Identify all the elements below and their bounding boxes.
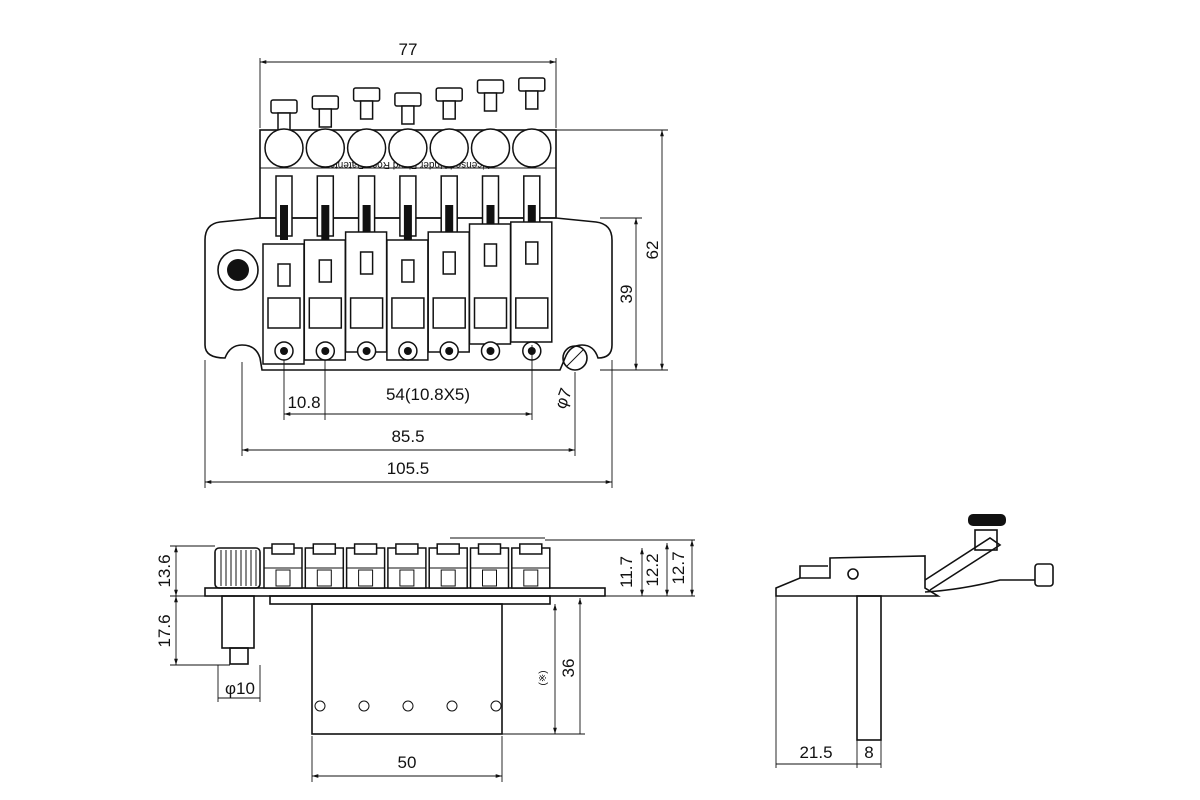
string-hole [402, 700, 414, 712]
fine-tuner [394, 92, 422, 107]
string-saddle [510, 77, 553, 361]
front-saddle [428, 543, 468, 589]
front-view: 13.6 17.6 φ10 11.7 12.2 12.7 36 (※) 50 [155, 537, 695, 782]
stud-post [856, 595, 882, 741]
arm-socket [217, 249, 259, 291]
dim-17-6: 17.6 [155, 614, 174, 647]
top-view: Licensed Under Floyd Rose Patents 77 62 … [204, 40, 668, 488]
string-lock-screw [470, 128, 511, 168]
dim-62: 62 [643, 241, 662, 260]
dim-10-8: 10.8 [287, 393, 320, 412]
string-hole [446, 700, 458, 712]
front-saddle [387, 543, 427, 589]
string-lock-screw [512, 128, 552, 168]
arm-knurl [214, 547, 261, 589]
front-saddle [469, 543, 510, 589]
fine-tuner [311, 95, 340, 110]
front-saddle [263, 543, 303, 589]
fine-tuner [352, 87, 381, 102]
dim-dia-10: φ10 [225, 679, 255, 698]
string-lock-screw [305, 128, 346, 168]
front-saddle [511, 543, 551, 589]
dim-77: 77 [399, 40, 418, 59]
string-lock-screw [346, 128, 387, 168]
string-hole [314, 700, 326, 712]
fine-tuner [476, 79, 505, 94]
fine-tuner [518, 77, 546, 92]
string-saddle [303, 95, 347, 361]
dim-50: 50 [398, 753, 417, 772]
dim-11-7: 11.7 [617, 556, 636, 588]
side-view: 21.5 8 [775, 514, 1054, 768]
string-lock-screw [264, 128, 304, 168]
dim-36: 36 [559, 659, 578, 678]
dim-8: 8 [864, 743, 873, 762]
dim-12-2: 12.2 [643, 553, 662, 586]
base-plate-outline [204, 217, 613, 371]
string-saddle [262, 99, 305, 365]
dim-13-6: 13.6 [155, 554, 174, 587]
string-hole [358, 700, 370, 712]
string-saddle [427, 87, 470, 361]
string-saddle [386, 92, 429, 361]
front-saddle [304, 543, 345, 589]
string-saddle [344, 87, 388, 361]
dim-39: 39 [617, 285, 636, 304]
front-saddle [345, 543, 386, 589]
dim-54: 54(10.8X5) [386, 385, 470, 404]
string-hole [490, 700, 502, 712]
dim-12-7: 12.7 [669, 551, 688, 584]
stud-hole [562, 345, 588, 371]
dim-stud-dia: φ7 [551, 386, 576, 412]
fine-tuner-knob [968, 514, 1006, 526]
dim-21-5: 21.5 [799, 743, 832, 762]
string-saddle [468, 79, 512, 361]
string-lock-screw [429, 128, 469, 168]
fine-tuner [435, 87, 463, 102]
string-lock-screw [388, 128, 428, 168]
dim-85-5: 85.5 [391, 427, 424, 446]
sustain-block [311, 603, 503, 735]
note-mark: (※) [538, 670, 549, 685]
fine-tuner [270, 99, 298, 114]
dim-105-5: 105.5 [387, 459, 430, 478]
